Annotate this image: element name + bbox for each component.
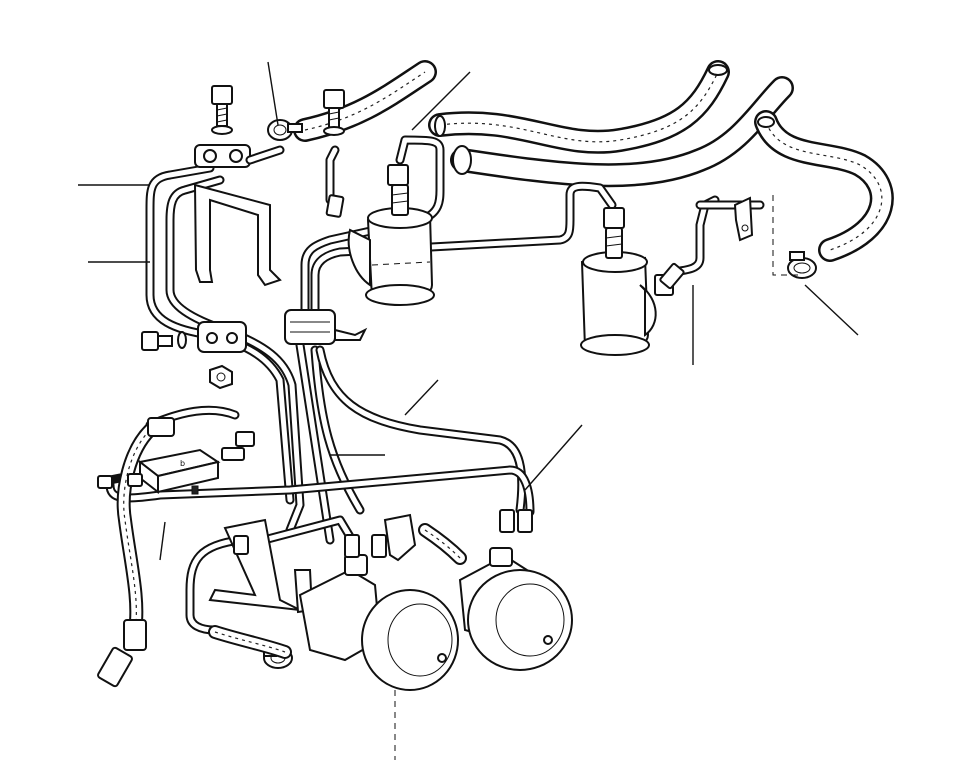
pipe-fittings bbox=[233, 194, 685, 558]
distribution-block: b bbox=[97, 431, 255, 495]
braided-hose-top bbox=[428, 60, 730, 154]
svg-text:b: b bbox=[180, 459, 185, 468]
return-hose-right bbox=[754, 110, 894, 262]
bolt-upper-left bbox=[211, 85, 233, 135]
pipe-clip-middle bbox=[197, 321, 247, 353]
braided-hose-left bbox=[97, 417, 175, 688]
leader-lines bbox=[78, 61, 859, 561]
short-hose-center bbox=[418, 523, 467, 565]
nut bbox=[209, 364, 233, 390]
bolt-upper-center bbox=[323, 89, 345, 136]
fuel-pump-right bbox=[580, 207, 674, 356]
braided-hose-upper-left bbox=[293, 60, 437, 142]
bracket-lower bbox=[208, 513, 417, 614]
pipe-clip-top bbox=[194, 144, 285, 168]
hose-clamp-upper bbox=[267, 119, 303, 141]
fuel-filter-left bbox=[298, 554, 459, 760]
hose-clamp-right bbox=[787, 251, 817, 279]
mounting-bracket bbox=[193, 183, 282, 287]
fuel-filter-right bbox=[458, 547, 573, 671]
bracket-upper-right bbox=[733, 196, 754, 242]
pipe-junction-clip bbox=[284, 309, 368, 345]
bolt-lower-left bbox=[141, 331, 187, 351]
short-hose-lower-left bbox=[208, 625, 292, 659]
fuel-pump-left bbox=[347, 164, 435, 306]
